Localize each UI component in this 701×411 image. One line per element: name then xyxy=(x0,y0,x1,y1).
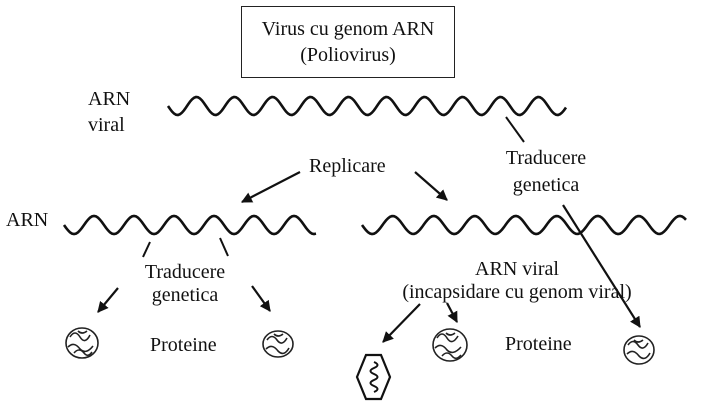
translation-top-label-line-1: Traducere xyxy=(505,147,587,169)
protein-blob-2 xyxy=(262,330,294,358)
proteins-right-label: Proteine xyxy=(505,333,572,355)
encapsidation-arrow-down-right xyxy=(446,302,458,323)
replication-label: Replicare xyxy=(309,155,386,177)
viral-rna-strand xyxy=(166,95,568,117)
viral-rna-label-line-2: viral xyxy=(88,114,125,136)
viral-rna-label-line-1: ARN xyxy=(88,88,131,110)
protein-blob-3 xyxy=(432,328,468,362)
rna-strand-right xyxy=(360,214,687,236)
translation-left-label-line-2: genetica xyxy=(151,284,219,306)
translation-top-to-proteins-arrow xyxy=(562,204,641,328)
proteins-left-label: Proteine xyxy=(150,334,217,356)
title-box: Virus cu genom ARN (Poliovirus) xyxy=(241,6,455,78)
translation-top-connector xyxy=(505,116,525,143)
translation-left-label-line-1: Traducere xyxy=(144,261,226,283)
protein-blob-4 xyxy=(623,335,655,365)
replication-arrow-left xyxy=(241,171,301,203)
protein-blob-1 xyxy=(65,327,99,359)
translation-top-label-line-2: genetica xyxy=(512,174,580,196)
viral-rna-encapsidation-label-line-1: ARN viral xyxy=(475,258,559,280)
virion-capsid-icon xyxy=(355,353,392,401)
left-translation-connector-a xyxy=(142,241,151,258)
encapsidation-arrow-down-left xyxy=(382,303,421,343)
left-translation-connector-b xyxy=(219,237,229,257)
viral-rna-encapsidation-label-line-2: (incapsidare cu genom viral) xyxy=(402,281,632,303)
translation-left-arrow-a xyxy=(97,287,119,313)
rna-strand-left xyxy=(62,214,317,236)
title-line-1: Virus cu genom ARN xyxy=(261,18,435,40)
translation-left-arrow-b xyxy=(251,285,271,312)
replication-arrow-right xyxy=(414,171,448,201)
rna-left-label: ARN xyxy=(6,209,49,231)
title-line-2: (Poliovirus) xyxy=(300,44,396,66)
